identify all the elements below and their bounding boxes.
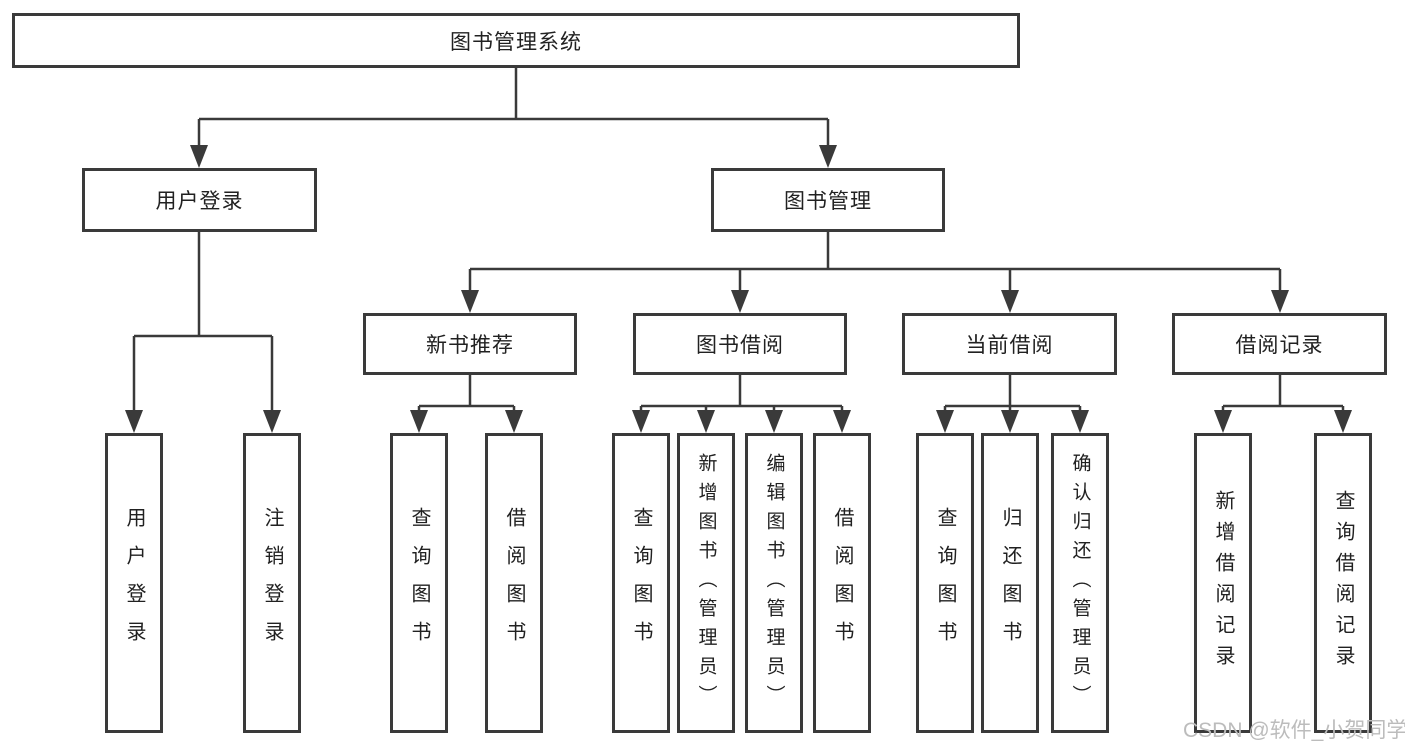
csdn-watermark: CSDN @软件_小贺同学 [1183,719,1405,742]
leaf-bb-borrow-books-label: 借阅图书 [831,507,853,659]
node-book-borrowing: 图书借阅 [633,313,847,375]
leaf-cb-query-books: 查询图书 [916,433,974,733]
node-book-management-label: 图书管理 [784,190,872,213]
node-root-library-management-system: 图书管理系统 [12,13,1020,68]
node-root-label: 图书管理系统 [450,30,582,54]
node-user-login: 用户登录 [82,168,317,232]
leaf-bb-edit-books-admin-label: 编辑图书（管理员） [763,452,785,714]
leaf-nb-borrow-books: 借阅图书 [485,433,543,733]
leaf-cb-return-books-label: 归还图书 [999,507,1021,659]
node-new-book-recommend: 新书推荐 [363,313,577,375]
leaf-logout-label: 注销登录 [261,507,283,659]
node-current-borrowing: 当前借阅 [902,313,1117,375]
leaf-bb-query-books-label: 查询图书 [630,507,652,659]
node-new-book-recommend-label: 新书推荐 [426,334,514,357]
leaf-cb-confirm-return-admin-label: 确认归还（管理员） [1069,452,1091,714]
leaf-br-query-record: 查询借阅记录 [1314,433,1372,733]
leaf-cb-query-books-label: 查询图书 [934,507,956,659]
node-user-login-label: 用户登录 [155,190,244,213]
leaf-br-query-record-label: 查询借阅记录 [1332,490,1354,676]
leaf-bb-query-books: 查询图书 [612,433,670,733]
node-current-borrowing-label: 当前借阅 [965,334,1054,357]
leaf-br-add-record: 新增借阅记录 [1194,433,1252,733]
node-book-borrowing-label: 图书借阅 [696,334,784,357]
leaf-nb-query-books-label: 查询图书 [408,507,430,659]
leaf-user-login-label: 用户登录 [123,507,145,659]
leaf-bb-edit-books-admin: 编辑图书（管理员） [745,433,803,733]
leaf-cb-return-books: 归还图书 [981,433,1039,733]
leaf-bb-add-books-admin: 新增图书（管理员） [677,433,735,733]
node-borrowing-records-label: 借阅记录 [1235,334,1324,357]
node-book-management: 图书管理 [711,168,945,232]
leaf-bb-add-books-admin-label: 新增图书（管理员） [695,452,717,714]
leaf-br-add-record-label: 新增借阅记录 [1212,490,1234,676]
node-borrowing-records: 借阅记录 [1172,313,1387,375]
leaf-cb-confirm-return-admin: 确认归还（管理员） [1051,433,1109,733]
leaf-logout: 注销登录 [243,433,301,733]
leaf-bb-borrow-books: 借阅图书 [813,433,871,733]
arrowheads [125,145,1352,433]
leaf-user-login: 用户登录 [105,433,163,733]
leaf-nb-borrow-books-label: 借阅图书 [503,507,525,659]
leaf-nb-query-books: 查询图书 [390,433,448,733]
